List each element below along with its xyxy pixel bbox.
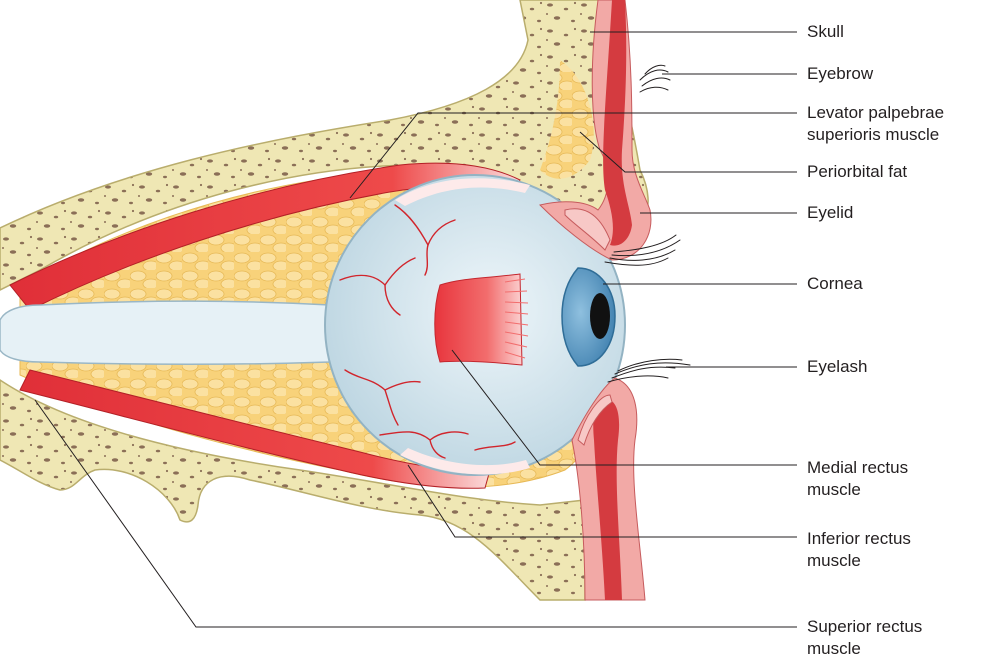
eyebrow-hairs <box>640 65 670 92</box>
label-eyebrow: Eyebrow <box>807 63 873 85</box>
medial-rectus-muscle <box>435 274 522 365</box>
label-eyelash: Eyelash <box>807 356 867 378</box>
label-skull: Skull <box>807 21 844 43</box>
label-cornea: Cornea <box>807 273 863 295</box>
label-periorbital-fat: Periorbital fat <box>807 161 907 183</box>
pupil <box>590 293 610 339</box>
label-eyelid: Eyelid <box>807 202 853 224</box>
optic-nerve <box>0 301 360 364</box>
